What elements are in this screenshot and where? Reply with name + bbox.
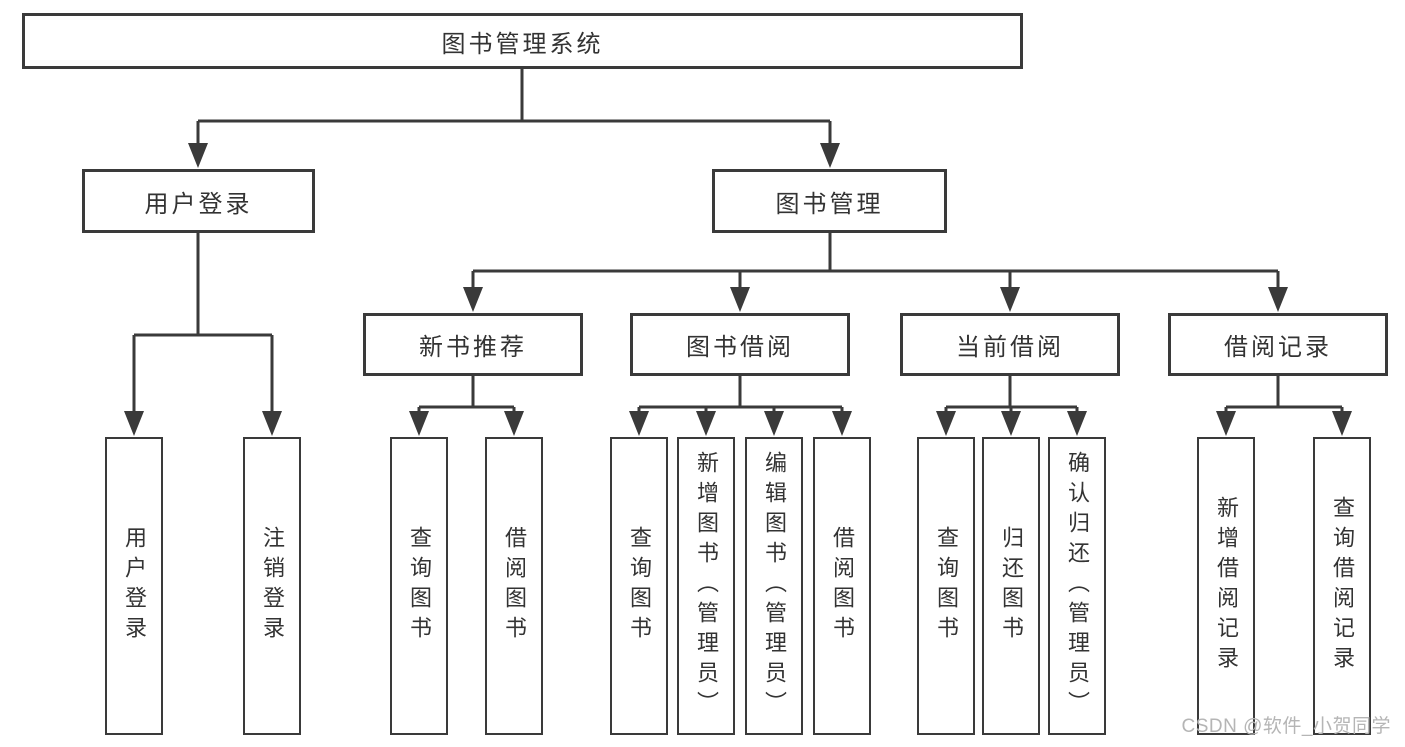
arrowhead: [504, 411, 524, 436]
leaf-edit-books-admin-label: 编辑图书（管理员）: [762, 451, 787, 721]
arrowheads: [124, 143, 1352, 436]
arrowhead: [832, 411, 852, 436]
leaf-confirm-return-admin-label: 确认归还（管理员）: [1065, 451, 1090, 721]
leaf-query-books-recommend: 查询图书: [390, 437, 448, 735]
leaf-borrow-books-borrowing: 借阅图书: [813, 437, 871, 735]
node-library-system: 图书管理系统: [22, 13, 1023, 69]
arrowhead: [1216, 411, 1236, 436]
connector-borrow-record-group: [1224, 376, 1344, 414]
node-current-borrowing: 当前借阅: [900, 313, 1120, 376]
leaf-logout-label: 注销登录: [260, 526, 285, 646]
node-book-management-branch-label: 图书管理: [775, 190, 884, 218]
leaf-return-books: 归还图书: [982, 437, 1040, 735]
leaf-user-login-label: 用户登录: [122, 526, 147, 646]
connector-root-to-level2: [196, 69, 832, 146]
node-new-book-recommend: 新书推荐: [363, 313, 583, 376]
arrowhead: [1268, 287, 1288, 312]
leaf-confirm-return-admin: 确认归还（管理员）: [1048, 437, 1106, 735]
arrowhead: [1067, 411, 1087, 436]
connector-book-mgmt-to-level3: [471, 233, 1280, 290]
arrowhead: [764, 411, 784, 436]
leaf-borrow-books-recommend: 借阅图书: [485, 437, 543, 735]
leaf-query-books-borrowing-label: 查询图书: [627, 526, 652, 646]
leaf-borrow-books-borrowing-label: 借阅图书: [830, 526, 855, 646]
node-book-borrowing: 图书借阅: [630, 313, 850, 376]
leaf-query-borrow-record-label: 查询借阅记录: [1330, 496, 1355, 676]
arrowhead: [1332, 411, 1352, 436]
arrowhead: [936, 411, 956, 436]
node-book-management-branch: 图书管理: [712, 169, 947, 233]
leaf-query-books-recommend-label: 查询图书: [407, 526, 432, 646]
arrowhead: [409, 411, 429, 436]
leaf-logout: 注销登录: [243, 437, 301, 735]
node-user-login-branch: 用户登录: [82, 169, 315, 233]
node-new-book-recommend-label: 新书推荐: [419, 334, 527, 361]
leaf-query-books-current: 查询图书: [917, 437, 975, 735]
leaf-return-books-label: 归还图书: [999, 526, 1024, 646]
leaf-add-borrow-record: 新增借阅记录: [1197, 437, 1255, 735]
leaf-user-login: 用户登录: [105, 437, 163, 735]
arrowhead: [188, 143, 208, 168]
arrowhead: [730, 287, 750, 312]
leaf-borrow-books-recommend-label: 借阅图书: [502, 526, 527, 646]
arrowhead: [124, 411, 144, 436]
leaf-query-books-current-label: 查询图书: [934, 526, 959, 646]
leaf-edit-books-admin: 编辑图书（管理员）: [745, 437, 803, 735]
leaf-add-books-admin-label: 新增图书（管理员）: [694, 451, 719, 721]
node-library-system-label: 图书管理系统: [441, 30, 604, 58]
arrowhead: [629, 411, 649, 436]
leaf-add-borrow-record-label: 新增借阅记录: [1214, 496, 1239, 676]
arrowhead: [696, 411, 716, 436]
connector-user-login-to-leaves: [132, 233, 274, 414]
leaf-add-books-admin: 新增图书（管理员）: [677, 437, 735, 735]
connector-current-borrow-group: [944, 376, 1079, 414]
connector-new-book-group: [417, 376, 516, 414]
arrowhead: [820, 143, 840, 168]
arrowhead: [463, 287, 483, 312]
node-borrow-records-label: 借阅记录: [1224, 334, 1332, 361]
node-user-login-branch-label: 用户登录: [144, 190, 253, 218]
connector-book-borrow-group: [637, 376, 844, 414]
leaf-query-borrow-record: 查询借阅记录: [1313, 437, 1371, 735]
node-current-borrowing-label: 当前借阅: [956, 334, 1064, 361]
arrowhead: [262, 411, 282, 436]
leaf-query-books-borrowing: 查询图书: [610, 437, 668, 735]
csdn-watermark: CSDN @软件_小贺同学: [1181, 716, 1391, 737]
arrowhead: [1001, 411, 1021, 436]
node-book-borrowing-label: 图书借阅: [686, 334, 794, 361]
arrowhead: [1000, 287, 1020, 312]
node-borrow-records: 借阅记录: [1168, 313, 1388, 376]
